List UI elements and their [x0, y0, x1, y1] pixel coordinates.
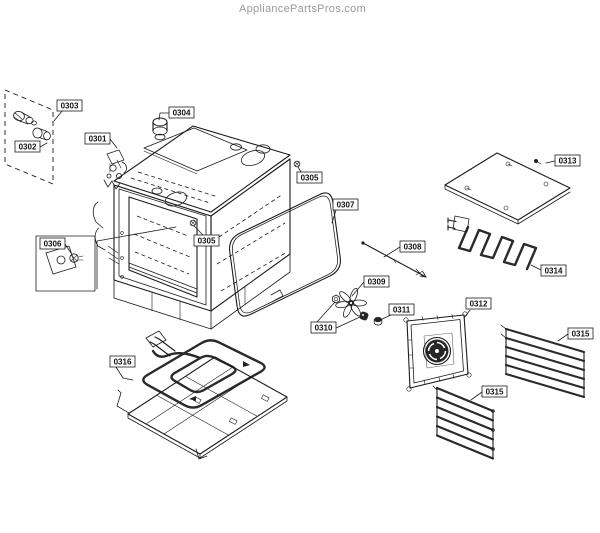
svg-text:0302: 0302 — [19, 143, 37, 152]
svg-text:0301: 0301 — [89, 135, 107, 144]
broil-element-drawing — [447, 215, 538, 271]
callout-0312: 0312 — [463, 297, 492, 319]
svg-text:0314: 0314 — [545, 267, 563, 276]
control-knobs-drawing — [4, 89, 54, 185]
svg-text:0310: 0310 — [315, 324, 333, 333]
top-baffle-drawing — [444, 152, 571, 225]
lamp-leader-line — [96, 226, 177, 290]
callout-0305-top: 0305 — [296, 166, 323, 184]
fan-blade-drawing — [335, 287, 367, 318]
callout-0308: 0308 — [383, 240, 426, 258]
callout-0313: 0313 — [545, 154, 581, 167]
svg-text:0305: 0305 — [301, 174, 319, 183]
svg-text:0307: 0307 — [337, 201, 355, 210]
svg-text:0313: 0313 — [559, 157, 577, 166]
knob-0303-drawing — [13, 111, 37, 126]
callout-0315-bottom: 0315 — [470, 385, 508, 401]
temp-probe-drawing — [361, 241, 427, 278]
svg-text:0309: 0309 — [368, 278, 386, 287]
svg-text:0304: 0304 — [173, 109, 191, 118]
svg-text:0308: 0308 — [404, 243, 422, 252]
screw-top-right-drawing — [293, 160, 301, 168]
fan-nut-drawing — [332, 294, 340, 304]
callout-0315-right: 0315 — [557, 327, 594, 342]
callout-0304: 0304 — [158, 106, 195, 121]
side-rack-bottom-drawing — [432, 385, 495, 460]
callout-0309: 0309 — [351, 275, 390, 297]
bottom-panel-drawing — [116, 356, 288, 460]
side-rack-right-drawing — [500, 324, 586, 399]
shaft-nut-drawing — [373, 316, 383, 326]
watermark: AppliancePartsPros.com — [239, 3, 367, 15]
callout-0310: 0310 — [310, 301, 361, 334]
callout-0305-front: 0305 — [193, 225, 220, 247]
rear-panel-drawing — [403, 311, 472, 392]
callouts: 0303 0302 0301 0304 0305 — [14, 99, 594, 401]
callout-0314: 0314 — [530, 264, 567, 277]
svg-text:0312: 0312 — [470, 300, 488, 309]
door-latch-drawing — [103, 149, 127, 190]
svg-text:0315: 0315 — [486, 388, 504, 397]
svg-text:0315: 0315 — [572, 330, 590, 339]
section-dashed-box — [4, 89, 54, 185]
callout-0316: 0316 — [109, 355, 136, 381]
oven-cavity-drawing — [92, 125, 301, 330]
callout-0301: 0301 — [84, 132, 118, 149]
svg-text:0316: 0316 — [114, 358, 132, 367]
bake-element-drawing — [142, 330, 266, 409]
callout-0307: 0307 — [331, 198, 359, 224]
rear-fan-cover — [422, 336, 452, 366]
detail-box — [35, 235, 96, 292]
lamp-detail-drawing — [35, 226, 177, 292]
fan-hub-drawing — [359, 311, 369, 321]
screw-front-drawing — [189, 219, 197, 227]
svg-text:0303: 0303 — [61, 102, 79, 111]
svg-text:0311: 0311 — [393, 306, 411, 315]
door-gasket-drawing — [229, 192, 341, 317]
bushing-drawing — [152, 117, 168, 141]
callout-0302: 0302 — [14, 140, 48, 153]
knob-0302-drawing — [32, 127, 51, 141]
callout-0311: 0311 — [379, 303, 415, 321]
callout-0303: 0303 — [53, 99, 83, 122]
callout-0306: 0306 — [39, 237, 72, 254]
svg-text:0306: 0306 — [44, 240, 62, 249]
svg-text:0305: 0305 — [198, 237, 216, 246]
